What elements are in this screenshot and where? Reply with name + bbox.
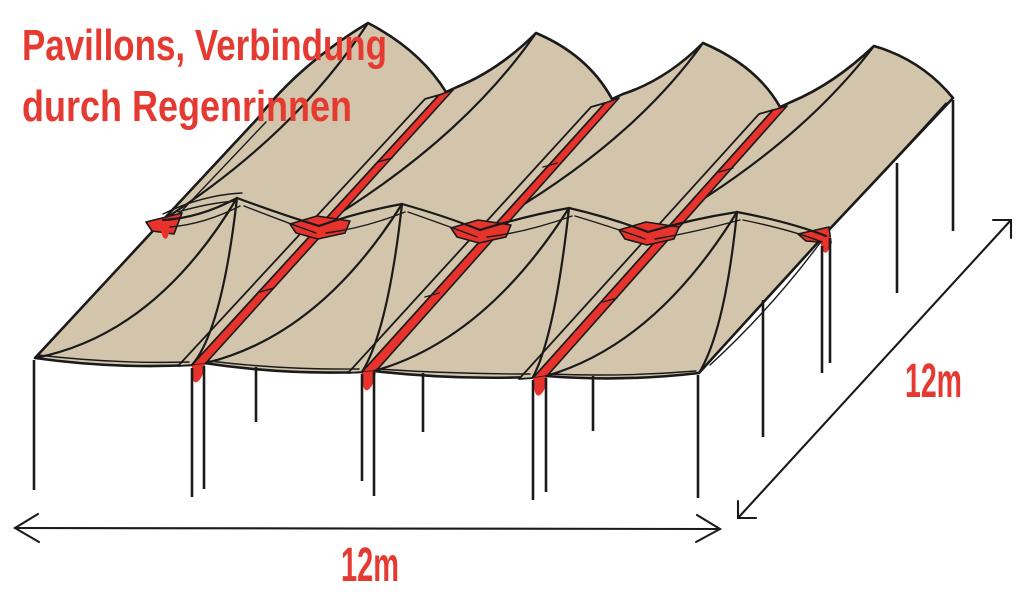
front-arrow-head-left bbox=[12, 512, 41, 544]
front-dimension-arrow bbox=[12, 512, 723, 544]
tent3-back-right-ridge bbox=[567, 206, 650, 234]
front-arrow-shaft bbox=[13, 526, 722, 531]
back-ridge-1 bbox=[161, 21, 370, 222]
right-eave-fold-back bbox=[831, 102, 947, 227]
tent3-back-left-ridge bbox=[478, 206, 571, 232]
gutter-2-joint bbox=[424, 162, 558, 298]
tent2-eave-fold bbox=[208, 360, 360, 370]
cross-gutter-left-drip bbox=[160, 221, 170, 239]
tent4-front-left-ridge bbox=[544, 210, 739, 378]
canopy-silhouette bbox=[33, 21, 955, 380]
tent1-front-right-ridge bbox=[190, 196, 239, 367]
gutter-2-drip bbox=[362, 371, 376, 391]
tent4-back-left-ridge bbox=[646, 210, 739, 234]
tent3-front-right-ridge bbox=[531, 206, 571, 379]
tent3-front-left-ridge bbox=[372, 206, 571, 373]
tent3-eave-fold bbox=[376, 368, 531, 375]
gutter-3-drip bbox=[533, 376, 547, 396]
side-arrow-head-top bbox=[991, 218, 1013, 240]
front-row-roof-curves bbox=[33, 102, 947, 379]
tent3-band-line bbox=[486, 215, 646, 240]
tent2-back-right-ridge bbox=[400, 202, 482, 232]
tent2-back-left-ridge bbox=[317, 202, 404, 228]
left-band-wing bbox=[162, 192, 243, 215]
tent4-front-right-ridge bbox=[697, 210, 739, 375]
tent4-back-right-ridge bbox=[735, 210, 828, 238]
gutter-3-joint bbox=[602, 167, 734, 303]
tent1-back-right-ridge bbox=[235, 196, 321, 228]
side-dimension-arrow bbox=[736, 218, 1013, 520]
tent4-band-line bbox=[654, 219, 823, 243]
left-overhang-edge bbox=[174, 121, 267, 219]
annotation-title-line2: durch Regenrinnen bbox=[22, 82, 352, 131]
canopy-roof-surface bbox=[33, 21, 955, 380]
tent4-eave-fold bbox=[548, 370, 697, 376]
side-dimension-label: 12m bbox=[905, 355, 962, 408]
labels: Pavillons, Verbindung durch Regenrinnen … bbox=[22, 21, 962, 592]
tent2-band-line bbox=[325, 211, 478, 238]
front-arrow-head-right bbox=[694, 513, 723, 544]
annotation-title-line1: Pavillons, Verbindung bbox=[22, 21, 387, 70]
side-arrow-head-bottom bbox=[736, 499, 758, 520]
right-eave-fold-front bbox=[709, 242, 821, 366]
tent1-front-left-ridge bbox=[33, 196, 239, 360]
back-ridge-2 bbox=[317, 31, 538, 228]
tent2-front-right-ridge bbox=[360, 202, 404, 374]
gutter-1-joint bbox=[259, 157, 393, 293]
tent1-band-line bbox=[169, 205, 317, 234]
front-dimension-label: 12m bbox=[341, 539, 399, 592]
gutter-1-drip bbox=[191, 364, 205, 383]
side-arrow-shaft bbox=[736, 218, 1013, 520]
tent2-front-left-ridge bbox=[204, 202, 404, 365]
pavilion-legs bbox=[32, 100, 955, 500]
tent1-eave-fold bbox=[37, 354, 190, 364]
